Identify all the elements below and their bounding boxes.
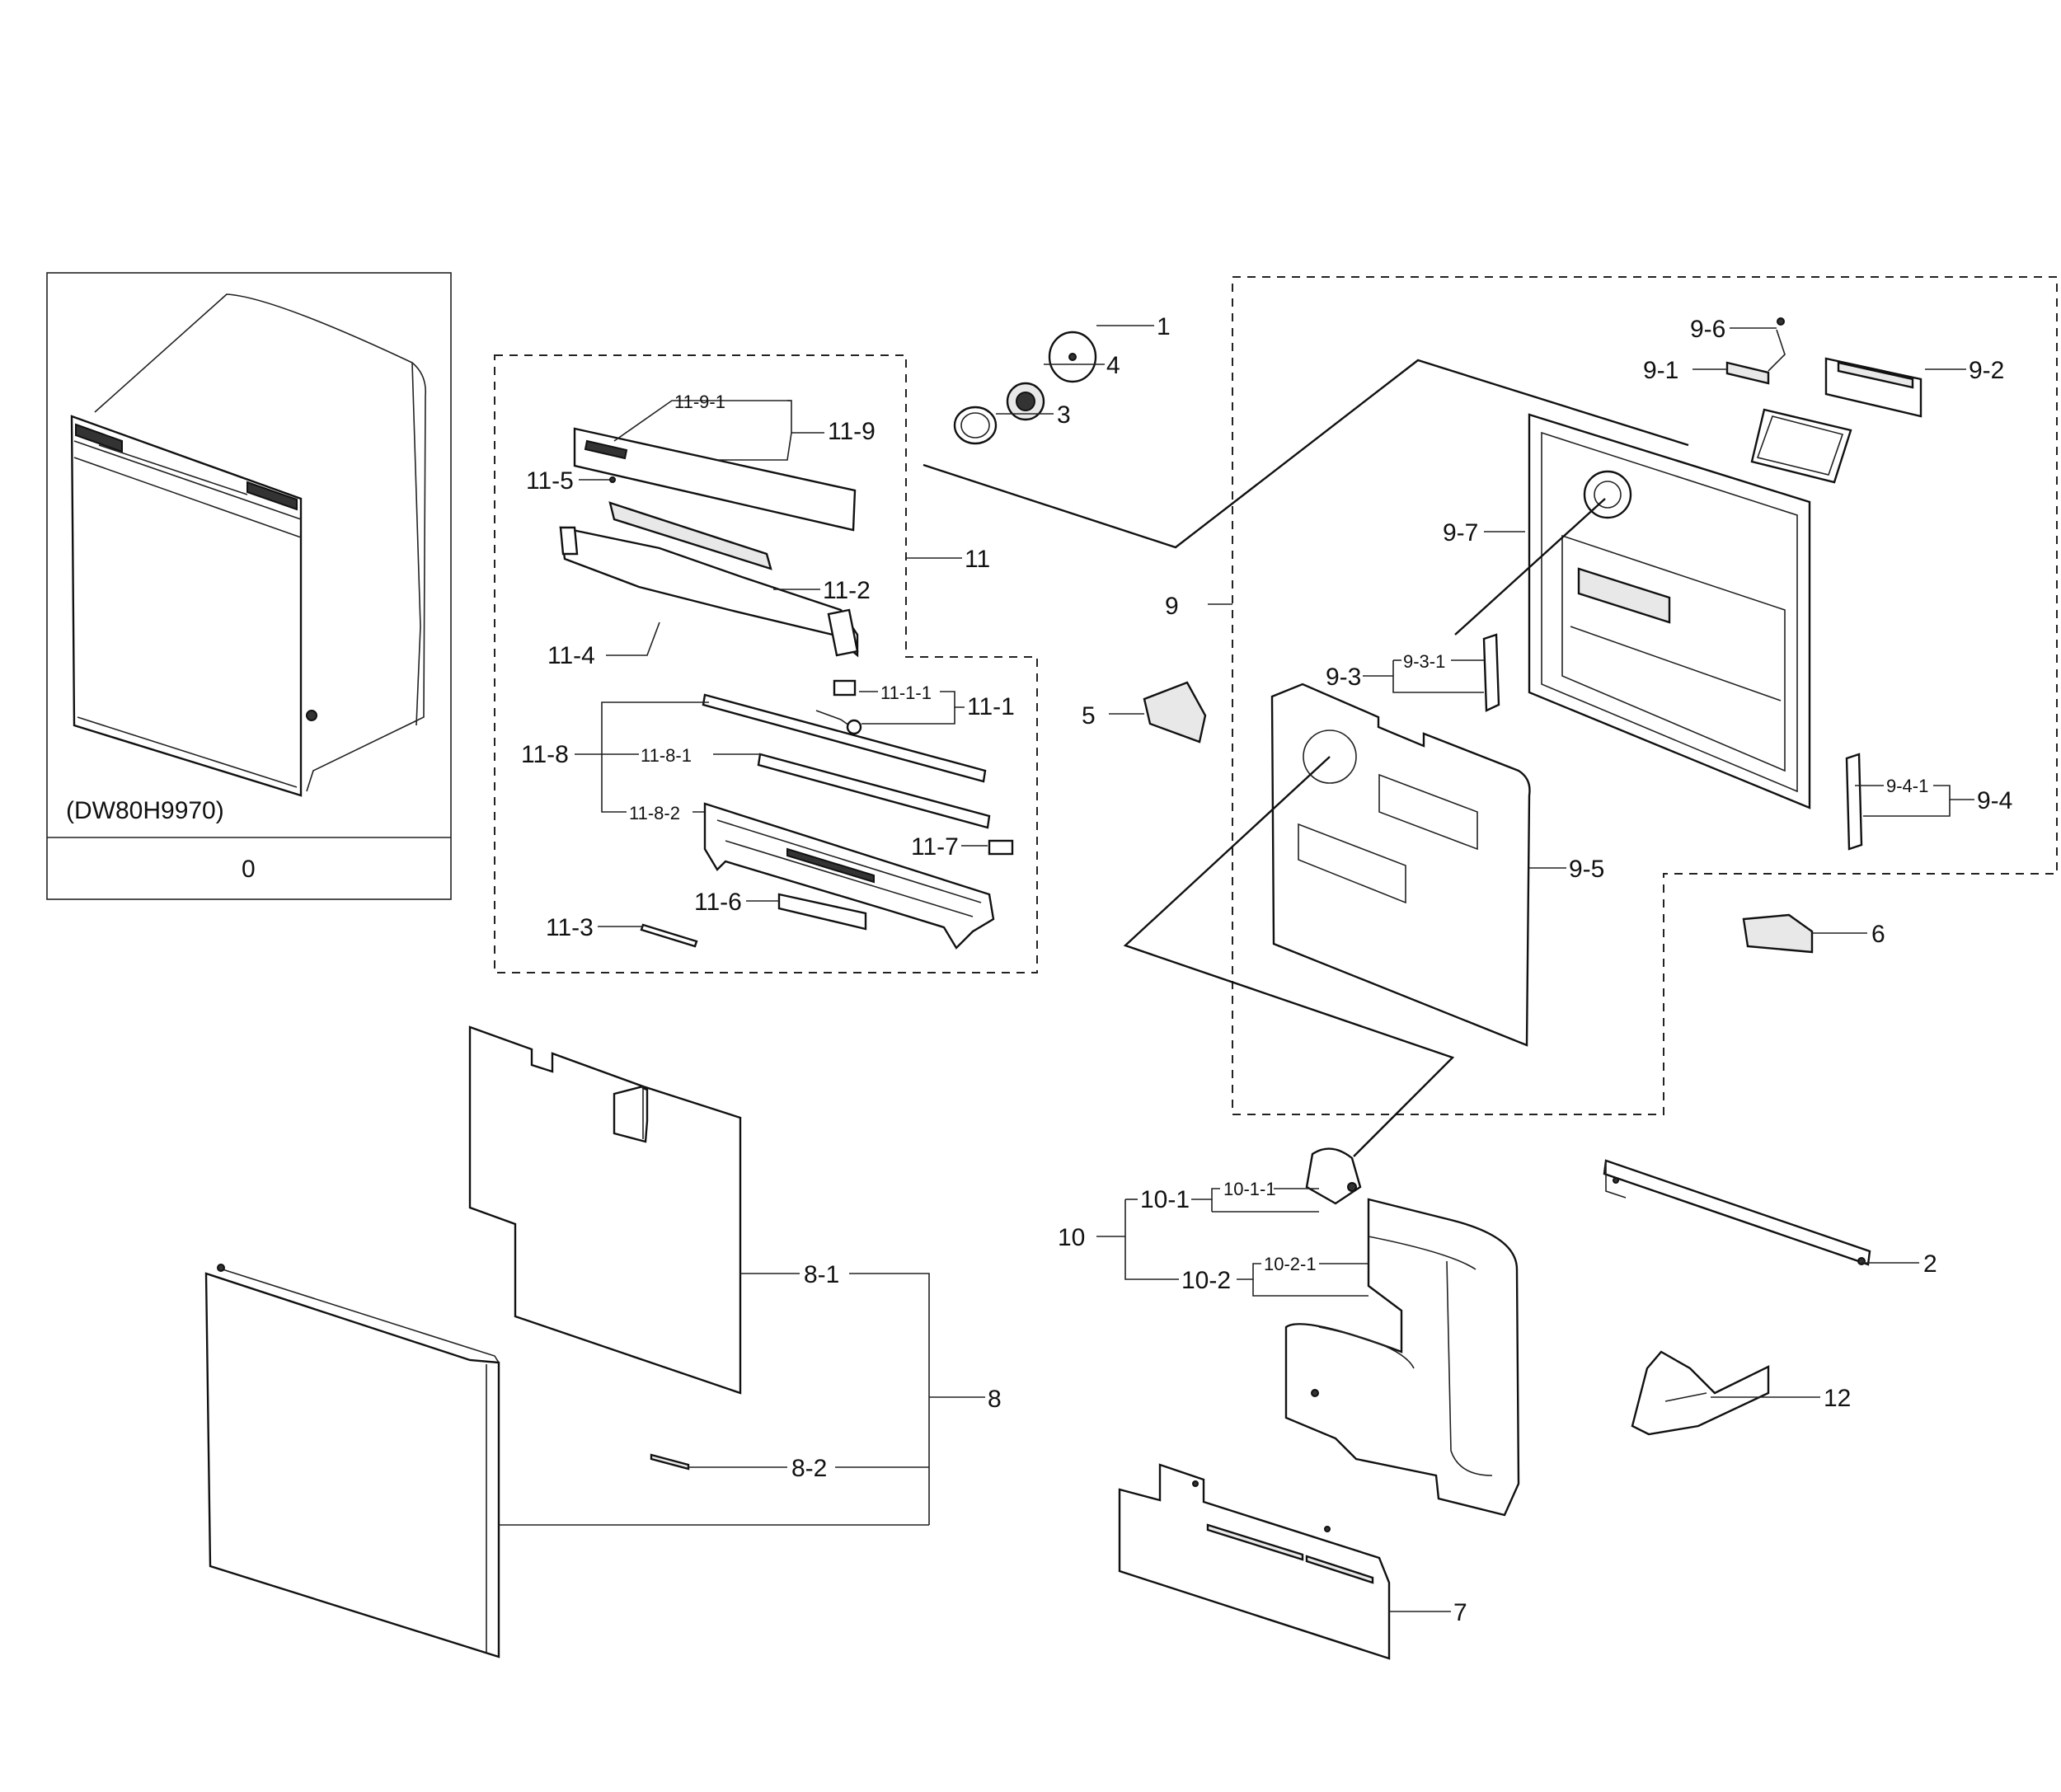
callout-9-4-1: 9-4-1 bbox=[1886, 776, 1928, 796]
callout-4: 4 bbox=[1106, 352, 1120, 379]
part-11-1-1 bbox=[833, 679, 857, 697]
callout-0: 0 bbox=[242, 856, 256, 883]
callout-9-2: 9-2 bbox=[1969, 357, 2004, 384]
callout-9-5: 9-5 bbox=[1569, 856, 1604, 883]
part-9-2-module bbox=[1824, 357, 1923, 418]
model-code: (DW80H9970) bbox=[66, 797, 224, 824]
callout-9-6: 9-6 bbox=[1690, 316, 1725, 343]
callout-11-8: 11-8 bbox=[521, 741, 569, 768]
part-9-4-hinge bbox=[1845, 753, 1863, 851]
callout-11: 11 bbox=[965, 546, 990, 573]
callout-9-1: 9-1 bbox=[1643, 357, 1678, 384]
callout-5: 5 bbox=[1082, 702, 1096, 729]
part-11-2-control-frame bbox=[559, 501, 859, 658]
callout-11-9-1: 11-9-1 bbox=[674, 392, 725, 412]
callout-9-3-1: 9-3-1 bbox=[1403, 651, 1445, 672]
callout-8-2: 8-2 bbox=[791, 1455, 827, 1482]
callout-9-3: 9-3 bbox=[1326, 664, 1361, 691]
part-11-9-trim bbox=[573, 427, 857, 532]
part-11-7 bbox=[988, 839, 1014, 856]
part-9-6-screw bbox=[1777, 317, 1785, 326]
part-12-bracket bbox=[1631, 1350, 1770, 1436]
part-1-cap bbox=[1048, 331, 1097, 383]
callout-11-7: 11-7 bbox=[911, 833, 959, 861]
callout-11-1-1: 11-1-1 bbox=[880, 683, 932, 703]
part-9-1 bbox=[1725, 361, 1770, 385]
callout-11-8-2: 11-8-2 bbox=[629, 803, 680, 823]
callout-11-1: 11-1 bbox=[967, 693, 1015, 720]
callout-7: 7 bbox=[1453, 1599, 1467, 1626]
leader-9-4 bbox=[1855, 785, 1974, 817]
callout-2: 2 bbox=[1923, 1250, 1937, 1278]
assembly-plane-lower bbox=[1123, 756, 1455, 1157]
part-3-gasket bbox=[953, 406, 998, 445]
callout-9-7: 9-7 bbox=[1443, 519, 1478, 547]
callout-8-1: 8-1 bbox=[804, 1261, 839, 1288]
part-9-5-insulation bbox=[1270, 683, 1531, 1047]
leader-11-1 bbox=[859, 691, 965, 725]
leader-10 bbox=[1096, 1188, 1369, 1297]
leader-8 bbox=[499, 1273, 985, 1526]
part-7-kick-panel bbox=[1118, 1463, 1391, 1660]
part-11-8-strip-top bbox=[702, 693, 987, 783]
part-9-7-inner-door bbox=[1528, 413, 1811, 809]
part-4-nut bbox=[1006, 382, 1045, 421]
leader-11-9-1 bbox=[613, 400, 824, 461]
callout-6: 6 bbox=[1871, 921, 1885, 948]
callout-10-1: 10-1 bbox=[1140, 1186, 1190, 1213]
group-9-outline bbox=[1232, 276, 2058, 1115]
model-overview-box: (DW80H9970) 0 bbox=[46, 272, 452, 900]
part-11-8-2-housing bbox=[703, 802, 995, 950]
callout-10-1-1: 10-1-1 bbox=[1223, 1179, 1276, 1199]
leader-9-1-ref bbox=[1768, 329, 1786, 372]
part-8-door-panel bbox=[204, 1264, 500, 1658]
part-5 bbox=[1143, 681, 1207, 744]
leader-9-3 bbox=[1363, 659, 1484, 693]
callout-1: 1 bbox=[1157, 313, 1171, 340]
callout-11-6: 11-6 bbox=[694, 889, 742, 916]
part-11-3 bbox=[640, 923, 698, 948]
callout-10-2-1: 10-2-1 bbox=[1264, 1254, 1317, 1274]
callout-11-8-1: 11-8-1 bbox=[641, 745, 692, 766]
part-6 bbox=[1742, 913, 1814, 954]
dishwasher-illustration bbox=[70, 293, 426, 797]
part-11-8-1 bbox=[757, 753, 991, 829]
callout-11-9: 11-9 bbox=[828, 418, 876, 445]
part-10-harness-assembly bbox=[1284, 1147, 1520, 1517]
callout-11-3: 11-3 bbox=[546, 914, 594, 941]
callout-3: 3 bbox=[1057, 401, 1071, 429]
part-11-1-sensor bbox=[815, 710, 862, 735]
callout-9-4: 9-4 bbox=[1977, 787, 2012, 814]
assembly-plane-upper bbox=[923, 359, 1689, 549]
callout-10: 10 bbox=[1058, 1224, 1085, 1251]
callout-8: 8 bbox=[988, 1386, 1002, 1413]
callout-12: 12 bbox=[1824, 1385, 1851, 1412]
callout-11-4: 11-4 bbox=[547, 642, 595, 669]
part-9-2-gasket bbox=[1750, 408, 1852, 484]
part-11-6 bbox=[777, 893, 867, 931]
part-8-1-door-insulation bbox=[468, 1025, 742, 1395]
assembly-link-9-7 bbox=[1454, 498, 1606, 636]
callout-11-5: 11-5 bbox=[526, 467, 574, 495]
leader-11-4 bbox=[606, 622, 660, 656]
part-9-3-hinge bbox=[1482, 633, 1500, 712]
callout-10-2: 10-2 bbox=[1181, 1267, 1231, 1294]
callout-9: 9 bbox=[1165, 593, 1179, 620]
part-8-2 bbox=[650, 1453, 690, 1471]
part-2-rail bbox=[1603, 1159, 1871, 1266]
callout-11-2: 11-2 bbox=[823, 577, 871, 604]
